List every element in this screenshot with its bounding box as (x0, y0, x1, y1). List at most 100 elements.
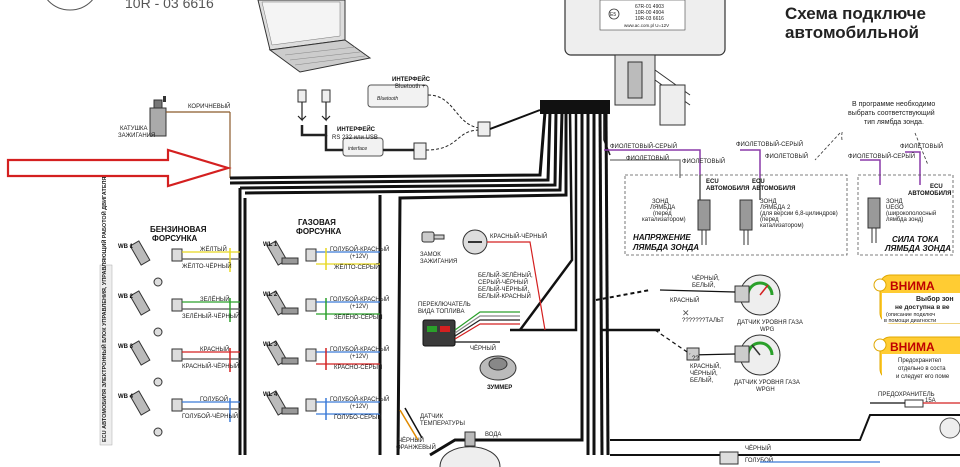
level-wpg-2: WPG (760, 327, 775, 333)
switch-wires (454, 311, 520, 343)
ecu-label-2: 10R-00 4904 (635, 10, 664, 16)
ecu-car-3b: АВТОМОБИЛЯ (908, 191, 951, 197)
ecu-car-1a: ECU (706, 179, 719, 185)
level-wpg-1: ДАТЧИК УРОВНЯ ГАЗА (737, 320, 803, 326)
level-red-label: КРАСНЫЙ (670, 296, 699, 304)
ignition-wire-label: КРАСНЫЙ-ЧЁРНЫЙ (490, 232, 547, 240)
cross-mark: ✕ (682, 308, 690, 318)
gas-wire-voltage-label: (+12V) (350, 404, 368, 410)
gas-title-line2: ФОРСУНКА (296, 227, 341, 236)
petrol-injector-icon (129, 390, 151, 416)
switch-wires-2: СЕРЫЙ-ЧЁРНЫЙ (478, 278, 528, 286)
buzzer-label: ЗУММЕР (487, 385, 512, 391)
ecu-label-small: www.ac.com.pl U=12V (624, 23, 669, 28)
petrol-wire-top-label: ГОЛУБОЙ (200, 395, 228, 403)
petrol-wire-bottom-label: КРАСНЫЙ-ЧЁРНЫЙ (182, 362, 239, 370)
gas-wire-top-label: ГОЛУБОЙ-КРАСНЫЙ (330, 345, 389, 353)
switch-label-line1: ПЕРЕКЛЮЧАТЕЛЬ (418, 302, 471, 308)
injector-nozzle-icon (153, 277, 163, 287)
probe3-line3: (широкополосный (886, 210, 936, 217)
injector-nozzle-icon (153, 327, 163, 337)
ecu-controller: E5 67R-01 4903 10R-00 4904 10R-03 6616 w… (564, 0, 726, 126)
warning-2-title: ВНИМА (890, 340, 935, 354)
probe3-line2: UEGO (886, 205, 904, 211)
gas-wire-top-label: ГОЛУБОЙ-КРАСНЫЙ (330, 395, 389, 403)
gas-wire-voltage-label: (+12V) (350, 354, 368, 360)
petrol-wire-bottom-label: ЗЕЛЁНЫЙ-ЧЁРНЫЙ (182, 312, 240, 320)
voltage-probe-box (624, 174, 848, 256)
water-label: ВОДА (485, 432, 501, 438)
ecu-car-3a: ECU (930, 184, 943, 190)
gas-connector-icon (305, 398, 317, 412)
petrol-injector-icon (129, 240, 151, 266)
interface-area: Bluetooth interface (297, 84, 491, 160)
bottom-connector-icon (719, 451, 739, 465)
level-wires-top-2: БЕЛЫЙ, (692, 281, 716, 289)
switch-wires-4: БЕЛЫЙ-КРАСНЫЙ (478, 292, 531, 300)
coil-wire-label: КОРИЧНЕВЫЙ (188, 102, 230, 110)
current-probe-box (857, 174, 954, 256)
gas-wire-bottom-label: ГОЛУБО-СЕРЫЙ (334, 413, 382, 421)
level-sensor-wpgh-icon (734, 334, 781, 376)
gas-injector-id: WL 3 (263, 342, 278, 348)
warning-box-2: ВНИМА Предохранител отдельно в соста и с… (873, 336, 960, 382)
petrol-wire-top-label: КРАСНЫЙ (200, 345, 229, 353)
temp-sensor-icon (399, 407, 501, 467)
laptop-icon (257, 0, 372, 73)
fuel-switch-icon (422, 319, 456, 347)
lambda-probe-1-icon (697, 199, 711, 245)
ecu-car-2b: АВТОМОБИЛЯ (752, 186, 795, 192)
interface-bt-line1: ИНТЕРФЕЙС (392, 75, 431, 83)
warning-1-line1: Выбор зон (916, 295, 954, 303)
ecu-car-2a: ECU (752, 179, 765, 185)
voltage-title-2: ЛЯМБДА ЗОНДА (632, 243, 699, 252)
fuse-icon (904, 399, 924, 408)
gas-wire-voltage-label: (+12V) (350, 304, 368, 310)
gas-injector-base-icon (281, 257, 299, 265)
petrol-injector-id: WB 1 (118, 244, 134, 250)
gas-injector-base-icon (281, 307, 299, 315)
level-wires-bottom-3: БЕЛЫЙ, (690, 376, 714, 384)
lambda-probe-2-icon (739, 199, 753, 245)
lambda-note-box (840, 96, 955, 132)
gas-wire-top-label: ГОЛУБОЙ-КРАСНЫЙ (330, 295, 389, 303)
interface-usb-line2: RS 232 или USB (332, 135, 378, 141)
temp-wires-line1: ЧЁРНЫЙ (398, 436, 424, 444)
temp-sensor-line1: ДАТЧИК (420, 414, 444, 420)
gas-injector-base-icon (281, 407, 299, 415)
petrol-wire-bottom-label: ЖЁЛТО-ЧЁРНЫЙ (182, 262, 232, 270)
warning-1-line2: не доступна в ве (895, 304, 950, 311)
gas-connector-icon (305, 298, 317, 312)
ignition-coil-icon (149, 96, 167, 137)
wire-violet-2: ФИОЛЕТОВЫЙ (765, 152, 808, 160)
gas-wire-top-label: ГОЛУБОЙ-КРАСНЫЙ (330, 245, 389, 253)
current-title-2: ЛЯМБДА ЗОНДА (884, 244, 951, 253)
lambda-note-1: В программе необходимо (852, 100, 935, 108)
petrol-wire-top-label: ЗЕЛЁНЫЙ (200, 295, 230, 303)
wire-violet-grey-1: ФИОЛЕТОВЫЙ-СЕРЫЙ (610, 142, 677, 150)
petrol-title-line1: БЕНЗИНОВАЯ (150, 225, 207, 234)
warning-2-line1: Предохранител (898, 358, 942, 364)
interface-usb-line1: ИНТЕРФЕЙС (337, 125, 376, 133)
temp-wires-line2: ОРАНЖЕВЫЙ (396, 443, 436, 451)
gas-wire-bottom-label: ЖЁЛТО-СЕРЫЙ (334, 263, 380, 271)
page-title-line2: автомобильной (785, 23, 919, 42)
fuse-label: ПРЕДОХРАНИТЕЛЬ (878, 392, 935, 398)
injector-nozzle-icon (153, 427, 163, 437)
petrol-injector-id: WB 4 (118, 394, 134, 400)
petrol-title-line2: ФОРСУНКА (152, 234, 197, 243)
wire-violet-3: ФИОЛЕТОВЫЙ (900, 142, 943, 150)
warning-2-line3: и следует его поме (896, 374, 950, 380)
petrol-wire-bottom-label: ГОЛУБОЙ-ЧЁРНЫЙ (182, 412, 238, 420)
petrol-connector-icon (171, 398, 183, 412)
probe2-line3: (для версии 6,8-цилиндров) (760, 211, 838, 217)
gas-connector-icon (305, 348, 317, 362)
gas-wire-bottom-label: ЗЕЛЁНО-СЕРЫЙ (334, 313, 383, 321)
probe2-line1: ЗОНД (760, 199, 777, 205)
interface-bt-line2: Bluetooth + (395, 84, 426, 90)
petrol-injector-icon (129, 340, 151, 366)
level-wpgh-1: ДАТЧИК УРОВНЯ ГАЗА (734, 380, 800, 386)
wire-violet-grey-2: ФИОЛЕТОВЫЙ (682, 157, 725, 165)
temp-sensor-line2: ТЕМПЕРАТУРЫ (420, 421, 465, 427)
lambda-wires (604, 149, 921, 200)
